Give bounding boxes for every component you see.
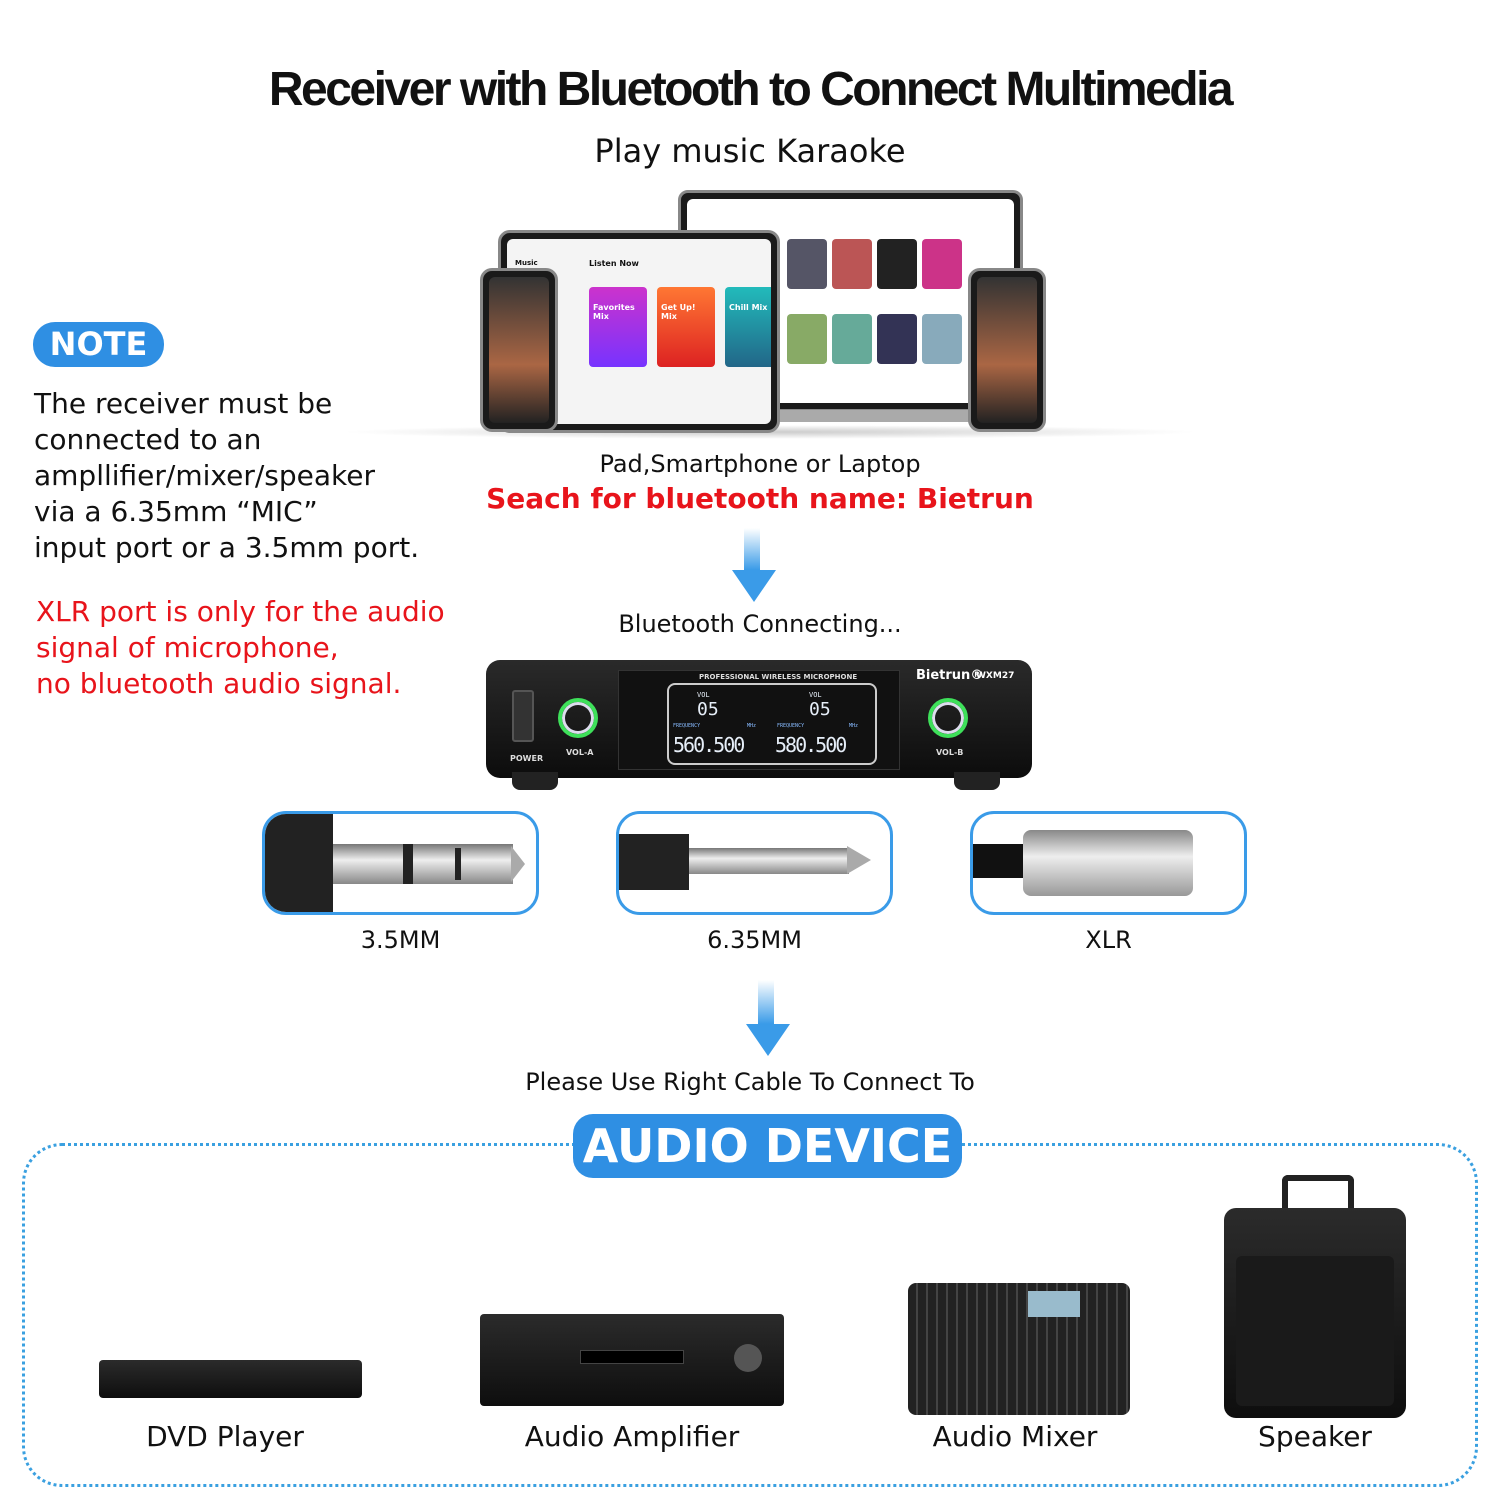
note-line: ampllifier/mixer/speaker — [34, 459, 375, 492]
mix-2: Get Up! Mix — [661, 303, 696, 321]
freq-unit-b: MHz — [849, 723, 859, 729]
vol-a-label: VOL-A — [566, 748, 594, 757]
connector-label: 3.5MM — [360, 926, 441, 954]
vol-label-b: VOL — [809, 691, 822, 699]
note-text: The receiver must be connected to an amp… — [34, 386, 454, 566]
freq-b-value: 580.500 — [775, 733, 847, 757]
connector-label: XLR — [1085, 926, 1132, 954]
brand-name: Bietrun® — [916, 668, 984, 683]
note-line: input port or a 3.5mm port. — [34, 531, 420, 564]
volume-knob-b — [928, 698, 968, 738]
cable-instruction: Please Use Right Cable To Connect To — [525, 1068, 975, 1096]
xlr-warning: XLR port is only for the audio signal of… — [36, 594, 476, 702]
receiver-unit: POWER VOL-A PROFESSIONAL WIRELESS MICROP… — [486, 660, 1032, 790]
freq-label-b: FREQUENCY — [777, 723, 805, 729]
panel-title: PROFESSIONAL WIRELESS MICROPHONE — [699, 673, 858, 681]
connector-3-5mm — [262, 811, 539, 915]
note-badge: NOTE — [33, 322, 164, 367]
note-line: via a 6.35mm “MIC” — [34, 495, 318, 528]
tablet-app-name: Music — [515, 259, 538, 267]
bluetooth-name-instruction: Seach for bluetooth name: Bietrun — [486, 482, 1034, 515]
vol-b-value: 05 — [809, 699, 831, 720]
freq-unit-a: MHz — [747, 723, 757, 729]
audio-device-badge: AUDIO DEVICE — [573, 1114, 962, 1178]
audio-amplifier-image — [480, 1314, 784, 1406]
device-label-speaker: Speaker — [1258, 1420, 1372, 1453]
volume-knob-a — [558, 698, 598, 738]
smartphone-left — [480, 268, 558, 432]
dvd-player-image — [99, 1360, 362, 1398]
source-devices-label: Pad,Smartphone or Laptop — [599, 450, 921, 478]
connector-label: 6.35MM — [707, 926, 802, 954]
vol-a-value: 05 — [697, 699, 719, 720]
power-label: POWER — [510, 754, 544, 763]
arrow-down-icon — [732, 528, 776, 602]
freq-label-a: FREQUENCY — [673, 723, 701, 729]
warning-line: no bluetooth audio signal. — [36, 667, 402, 700]
tablet-heading: Listen Now — [589, 259, 639, 268]
device-label-audio-mixer: Audio Mixer — [932, 1420, 1098, 1453]
page-subtitle: Play music Karaoke — [594, 132, 906, 170]
connector-6-35mm — [616, 811, 893, 915]
vol-b-label: VOL-B — [936, 748, 964, 757]
smartphone-right — [968, 268, 1046, 432]
lcd-panel: PROFESSIONAL WIRELESS MICROPHONE VOL 05 … — [618, 670, 900, 770]
note-line: The receiver must be — [34, 387, 333, 420]
connector-xlr — [970, 811, 1247, 915]
bluetooth-status: Bluetooth Connecting... — [618, 610, 902, 638]
freq-a-value: 560.500 — [673, 733, 745, 757]
warning-line: signal of microphone, — [36, 631, 339, 664]
note-line: connected to an — [34, 423, 262, 456]
mix-1: Favorites Mix — [593, 303, 635, 321]
mix-3: Chill Mix — [729, 303, 768, 312]
arrow-down-icon — [746, 980, 790, 1056]
model-name: WXM27 — [976, 671, 1015, 681]
warning-line: XLR port is only for the audio — [36, 595, 445, 628]
vol-label-a: VOL — [697, 691, 710, 699]
power-switch — [512, 690, 534, 742]
page-title: Receiver with Bluetooth to Connect Multi… — [268, 63, 1234, 116]
device-label-dvd-player: DVD Player — [146, 1420, 304, 1453]
audio-mixer-image — [908, 1283, 1130, 1415]
device-label-audio-amplifier: Audio Amplifier — [524, 1420, 740, 1453]
